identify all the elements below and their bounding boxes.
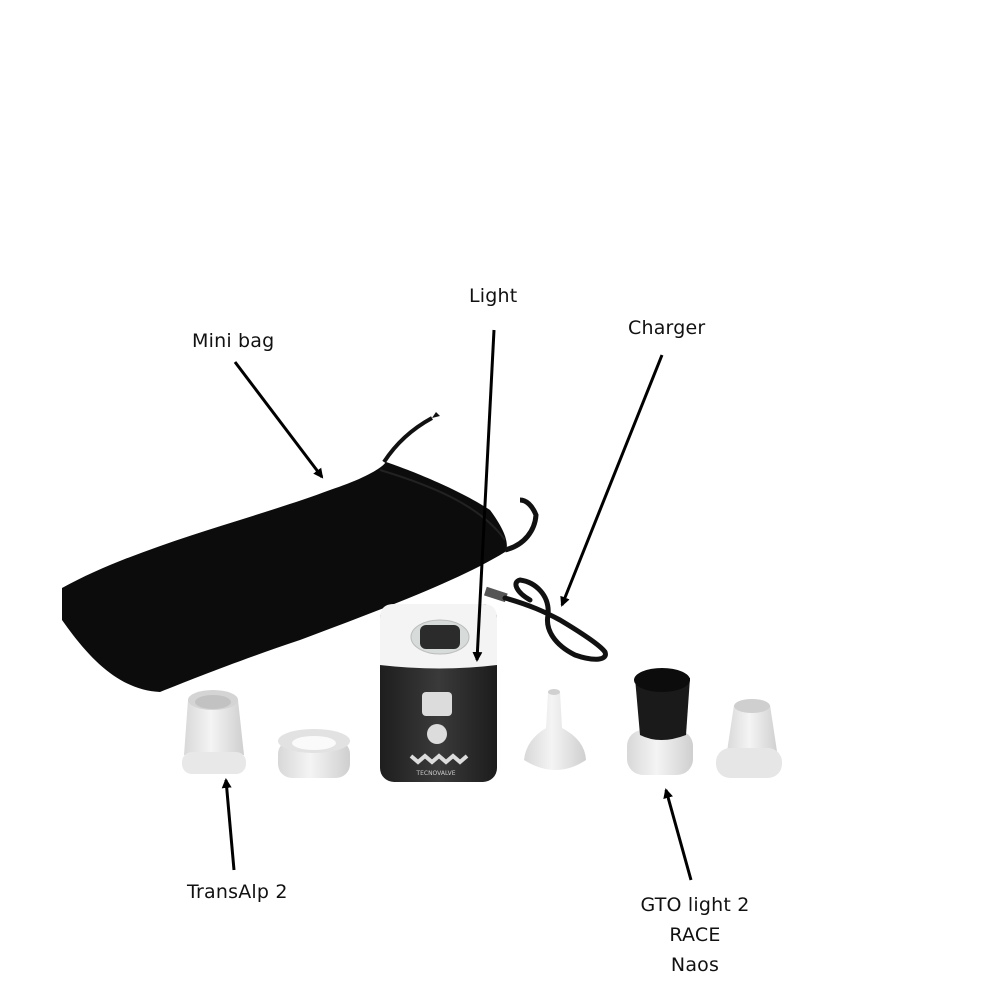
- arrow-light: [472, 329, 496, 662]
- nozzle-transalp: [182, 690, 246, 774]
- pump-device: [380, 604, 497, 782]
- arrow-transalp: [221, 778, 236, 871]
- label-transalp: TransAlp 2: [187, 881, 288, 903]
- nozzle-tall: [716, 699, 782, 778]
- arrow-gto: [663, 788, 693, 881]
- arrow-charger: [560, 354, 664, 607]
- label-naos: Naos: [670, 954, 720, 976]
- nozzle-gto: [627, 668, 693, 775]
- label-light: Light: [469, 285, 518, 307]
- mini-bag: [62, 412, 539, 692]
- charger-cable: [483, 577, 608, 662]
- nozzle-cone: [524, 689, 586, 770]
- label-gto-light-2: GTO light 2: [640, 894, 750, 916]
- nozzle-ring: [278, 729, 350, 778]
- label-gto-group: GTO light 2 RACE Naos: [630, 890, 760, 980]
- label-charger: Charger: [628, 317, 706, 339]
- label-mini-bag: Mini bag: [192, 330, 275, 352]
- device-brand-text: TECNOVALVE: [415, 770, 455, 777]
- arrow-mini-bag: [233, 361, 324, 479]
- label-race: RACE: [669, 924, 721, 946]
